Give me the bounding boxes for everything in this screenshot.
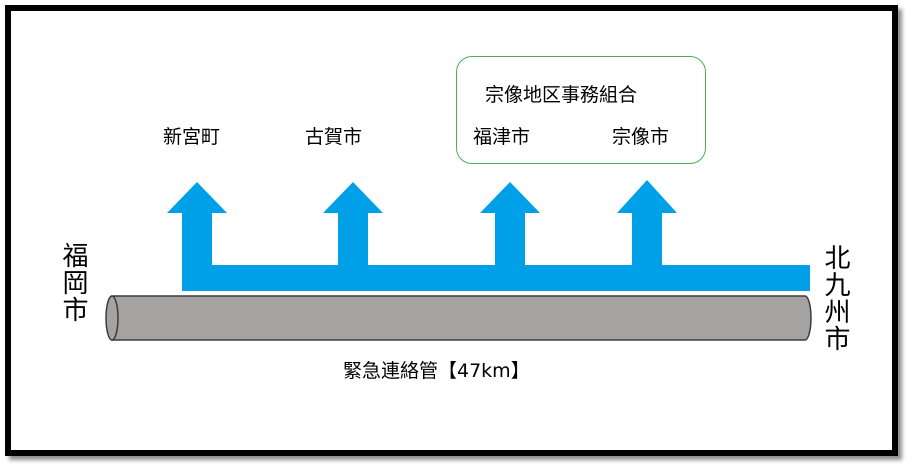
label-fukutsu: 福津市 — [473, 126, 531, 148]
label-koga: 古賀市 — [305, 126, 363, 148]
label-shingu: 新宮町 — [163, 126, 221, 148]
arrow-shingu — [167, 182, 227, 268]
label-munakata: 宗像市 — [612, 126, 670, 148]
arrow-munakata — [617, 180, 677, 268]
label-union: 宗像地区事務組合 — [485, 84, 638, 106]
label-pipe: 緊急連絡管【47km】 — [343, 360, 530, 382]
arrow-fukutsu — [480, 182, 540, 268]
label-fukuoka: 福岡市 — [58, 242, 88, 323]
diagram-frame — [5, 5, 898, 456]
label-kitakyushu: 北九州市 — [820, 244, 850, 352]
pipe-body — [111, 295, 812, 341]
arrow-koga — [323, 182, 383, 268]
union-group-box — [456, 56, 706, 164]
pipe-end — [105, 295, 119, 341]
supply-band — [182, 265, 810, 291]
